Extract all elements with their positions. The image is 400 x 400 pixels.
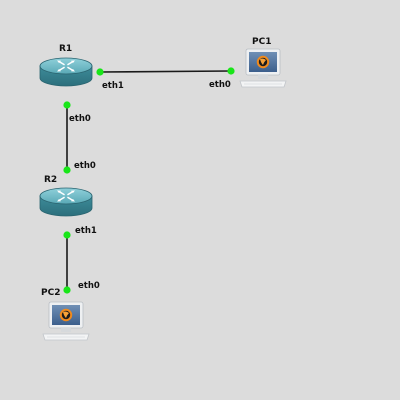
router-r2[interactable]: R2: [39, 175, 93, 217]
port-label-r1-eth1: eth1: [102, 81, 124, 91]
node-label-pc1: PC1: [252, 37, 271, 47]
port-label-r1-eth0: eth0: [69, 114, 91, 124]
pc-icon: [239, 48, 287, 88]
port-label-pc2-eth0: eth0: [78, 281, 100, 291]
port-label-pc1-eth0: eth0: [209, 80, 231, 90]
port-label-r2-eth0: eth0: [74, 161, 96, 171]
pc-pc1[interactable]: PC1: [239, 37, 287, 88]
link-r1-pc1[interactable]: [99, 70, 232, 73]
pc-pc2[interactable]: PC2: [41, 288, 90, 341]
port-status-r2-eth0: [63, 166, 71, 174]
port-status-r2-eth1: [63, 231, 71, 239]
node-label-r1: R1: [59, 44, 72, 54]
port-label-r2-eth1: eth1: [75, 226, 97, 236]
port-status-r1-eth1: [96, 68, 104, 76]
node-label-pc2: PC2: [41, 288, 60, 298]
router-icon: [39, 57, 93, 87]
pc-icon: [42, 301, 90, 341]
router-r1[interactable]: R1: [39, 44, 93, 87]
port-status-r1-eth0: [63, 101, 71, 109]
port-status-pc1-eth0: [227, 67, 235, 75]
port-status-pc2-eth0: [63, 286, 71, 294]
node-label-r2: R2: [44, 175, 57, 185]
router-icon: [39, 187, 93, 217]
